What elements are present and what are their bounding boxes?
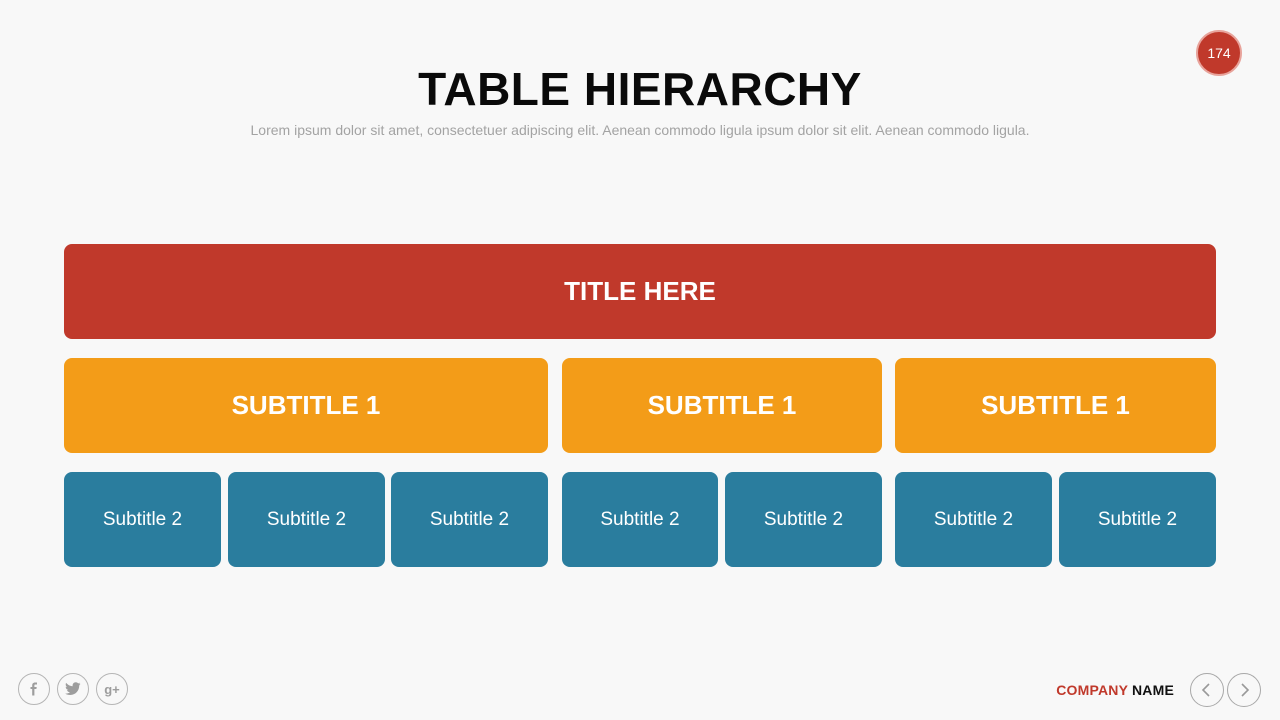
page-subtitle: Lorem ipsum dolor sit amet, consectetuer…	[250, 122, 1030, 138]
level2-subtitle-box: SUBTITLE 1	[64, 358, 548, 453]
level3-subtitle-box: Subtitle 2	[391, 472, 548, 567]
chevron-right-icon[interactable]	[1227, 673, 1261, 707]
level3-subtitle-box: Subtitle 2	[725, 472, 882, 567]
level3-subtitle-box: Subtitle 2	[1059, 472, 1216, 567]
page-title: TABLE HIERARCHY	[418, 63, 862, 115]
level3-subtitle-box: Subtitle 2	[562, 472, 718, 567]
level3-subtitle-box: Subtitle 2	[64, 472, 221, 567]
company-name-part1: COMPANY	[1056, 682, 1128, 698]
facebook-icon[interactable]	[18, 673, 50, 705]
level3-subtitle-box: Subtitle 2	[228, 472, 385, 567]
chevron-left-icon[interactable]	[1190, 673, 1224, 707]
twitter-icon[interactable]	[57, 673, 89, 705]
company-name: COMPANY NAME	[1056, 682, 1174, 698]
page-number-badge: 174	[1196, 30, 1242, 76]
level3-subtitle-box: Subtitle 2	[895, 472, 1052, 567]
company-name-part2: NAME	[1131, 682, 1174, 698]
level2-subtitle-box: SUBTITLE 1	[562, 358, 882, 453]
level1-title-box: TITLE HERE	[64, 244, 1216, 339]
level2-subtitle-box: SUBTITLE 1	[895, 358, 1216, 453]
google-plus-icon[interactable]: g+	[96, 673, 128, 705]
